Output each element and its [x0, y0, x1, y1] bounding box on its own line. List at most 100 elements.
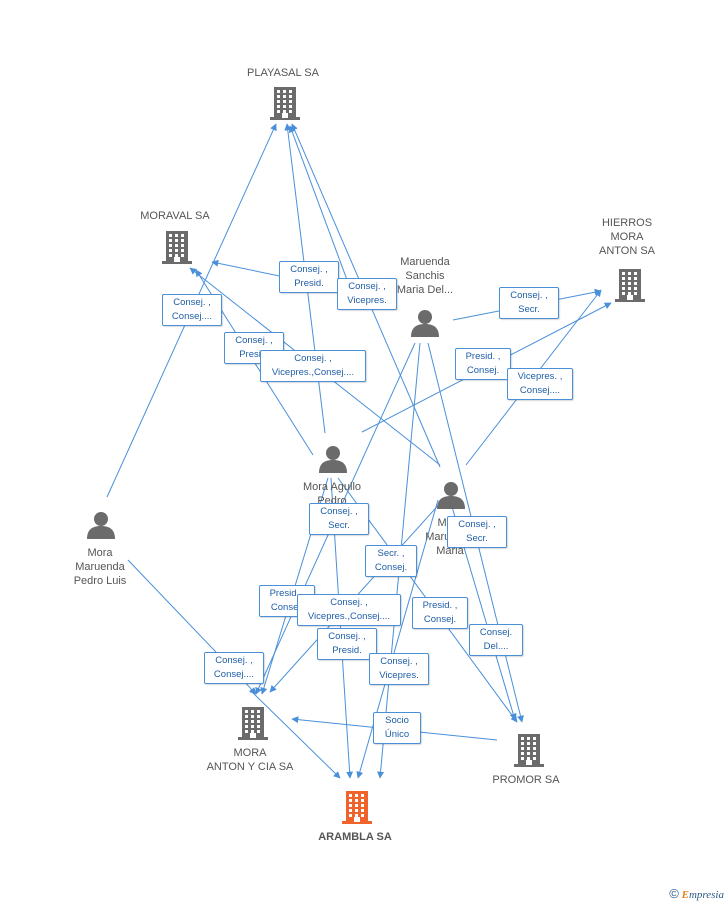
- edge-label-line: Secr.: [466, 533, 488, 544]
- edge-label-line: Consej.: [479, 627, 513, 638]
- edge-label-line: Presid.: [332, 645, 362, 656]
- empresia-brand: © Empresia: [669, 886, 724, 901]
- edge-label[interactable]: Consej. , Presid.: [224, 332, 284, 364]
- edge-label[interactable]: Consej. Del....: [469, 624, 523, 656]
- edge-label-line: Presid. ,: [465, 351, 501, 362]
- node-label-line: Maruenda: [75, 561, 125, 573]
- node-label-line: Mora Agullo: [302, 481, 362, 493]
- edge-label-line: Consej. ,: [173, 297, 211, 308]
- moraval-building-icon[interactable]: [162, 230, 192, 269]
- edge-label[interactable]: Consej. , Consej....: [204, 652, 264, 684]
- copyright-mark: ©: [669, 886, 679, 901]
- edge-label-line: Consej.: [466, 365, 500, 376]
- edge-label[interactable]: Consej. , Secr.: [447, 516, 507, 548]
- edge-label-line: Presid.: [294, 278, 324, 289]
- hierros-building-icon[interactable]: [615, 268, 645, 307]
- node-label-line: ARAMBLA SA: [318, 831, 392, 843]
- edge-label-line: Consej. ,: [458, 519, 496, 530]
- edge-arrow: [356, 499, 439, 779]
- node-label-line: PLAYASAL SA: [247, 67, 319, 79]
- edge-arrow: [288, 125, 354, 297]
- edge-label-line: Del....: [483, 641, 509, 652]
- edge-arrow: [249, 689, 341, 779]
- edge-label-line: Secr.: [328, 520, 350, 531]
- mora-maruenda-pedro-person-icon[interactable]: [86, 510, 116, 545]
- playasal-label: PLAYASAL SA: [230, 66, 336, 80]
- edge-label-line: Consej.: [270, 602, 304, 613]
- edge-label-line: Vicepres.: [347, 295, 387, 306]
- node-label-line: Sanchis: [405, 270, 445, 282]
- node-label-line: MORAVAL SA: [140, 210, 210, 222]
- edge-label-line: Consej.: [423, 614, 457, 625]
- edge-label[interactable]: Vicepres. , Consej....: [507, 368, 573, 400]
- edge-label-line: Consej. ,: [320, 506, 358, 517]
- edge-label[interactable]: Consej. , Secr.: [309, 503, 369, 535]
- edge-label[interactable]: Presid. , Consej.: [412, 597, 468, 629]
- node-label-line: HIERROS: [601, 217, 653, 229]
- edge-label-line: Socio: [385, 715, 409, 726]
- edge-label[interactable]: Presid. , Consej.: [455, 348, 511, 380]
- edge-label-line: Consej....: [171, 311, 213, 322]
- node-label-line: Mora: [87, 547, 113, 559]
- arambla-building-icon[interactable]: [342, 790, 372, 829]
- brand-name: mpresia: [688, 889, 724, 901]
- edge-label-line: Consej....: [213, 669, 255, 680]
- playasal-building-icon[interactable]: [270, 86, 300, 125]
- edge-label-line: Presid.: [239, 349, 269, 360]
- edge-label[interactable]: Consej. , Vicepres.,Consej....: [297, 594, 401, 626]
- node-label-line: ANTON Y CIA SA: [206, 761, 294, 773]
- node-label-line: Pedro Luis: [73, 575, 127, 587]
- edge-label[interactable]: Consej. , Consej....: [162, 294, 222, 326]
- arambla-label: ARAMBLA SA: [300, 830, 410, 844]
- mora-agullo-person-icon[interactable]: [318, 444, 348, 479]
- node-label-line: Maria Del...: [396, 284, 454, 296]
- edge-label-line: Presid. ,: [422, 600, 458, 611]
- edge-label-line: Vicepres. ,: [517, 371, 563, 382]
- edge-label-line: Secr.: [518, 304, 540, 315]
- mora-maruenda-maria-person-icon[interactable]: [436, 480, 466, 515]
- moraval-label: MORAVAL SA: [125, 209, 225, 223]
- edge-label[interactable]: Consej. , Vicepres.,Consej....: [260, 350, 366, 382]
- edge-label[interactable]: Consej. , Vicepres.: [337, 278, 397, 310]
- edge-label-line: Consej. ,: [328, 631, 366, 642]
- edge-label-line: Presid. ,: [269, 588, 305, 599]
- maruenda-sanchis-person-icon[interactable]: [410, 308, 440, 343]
- edge-label-line: Consej. ,: [348, 281, 386, 292]
- edge-label-line: Consej. ,: [330, 597, 368, 608]
- edge-label-line: Secr. ,: [377, 548, 405, 559]
- edge-label-line: Vicepres.,Consej....: [307, 611, 391, 622]
- edge-label-line: Consej. ,: [235, 335, 273, 346]
- edge-label-line: Consej. ,: [294, 353, 332, 364]
- edge-label[interactable]: Consej. , Secr.: [499, 287, 559, 319]
- mora-anton-label: MORA ANTON Y CIA SA: [195, 746, 305, 774]
- hierros-label: HIERROS MORA ANTON SA: [580, 216, 674, 258]
- edge-label-line: Único: [384, 729, 410, 740]
- brand-initial: E: [681, 889, 689, 901]
- edge-label[interactable]: Consej. , Vicepres.: [369, 653, 429, 685]
- node-label-line: Maruenda: [400, 256, 450, 268]
- node-label-line: ANTON SA: [598, 245, 656, 257]
- edge-label-line: Vicepres.: [379, 670, 419, 681]
- edge-label-line: Consej. ,: [215, 655, 253, 666]
- edge-label[interactable]: Secr. , Consej.: [365, 545, 417, 577]
- node-label-line: Maria: [436, 545, 464, 557]
- edge-label-line: Consej.: [374, 562, 408, 573]
- mora-anton-building-icon[interactable]: [238, 706, 268, 745]
- edge-label-line: Vicepres.,Consej....: [271, 367, 355, 378]
- edge-label-line: Consej. ,: [510, 290, 548, 301]
- edge-label[interactable]: Consej. , Presid.: [317, 628, 377, 660]
- edge-label[interactable]: Consej. , Presid.: [279, 261, 339, 293]
- promor-building-icon[interactable]: [514, 733, 544, 772]
- node-label-line: MORA: [233, 747, 267, 759]
- node-label-line: MORA: [610, 231, 644, 243]
- promor-label: PROMOR SA: [476, 773, 576, 787]
- edge-label-line: Consej. ,: [380, 656, 418, 667]
- node-label-line: PROMOR SA: [492, 774, 560, 786]
- edge-label-line: Consej. ,: [290, 264, 328, 275]
- edge-label-line: Consej....: [519, 385, 561, 396]
